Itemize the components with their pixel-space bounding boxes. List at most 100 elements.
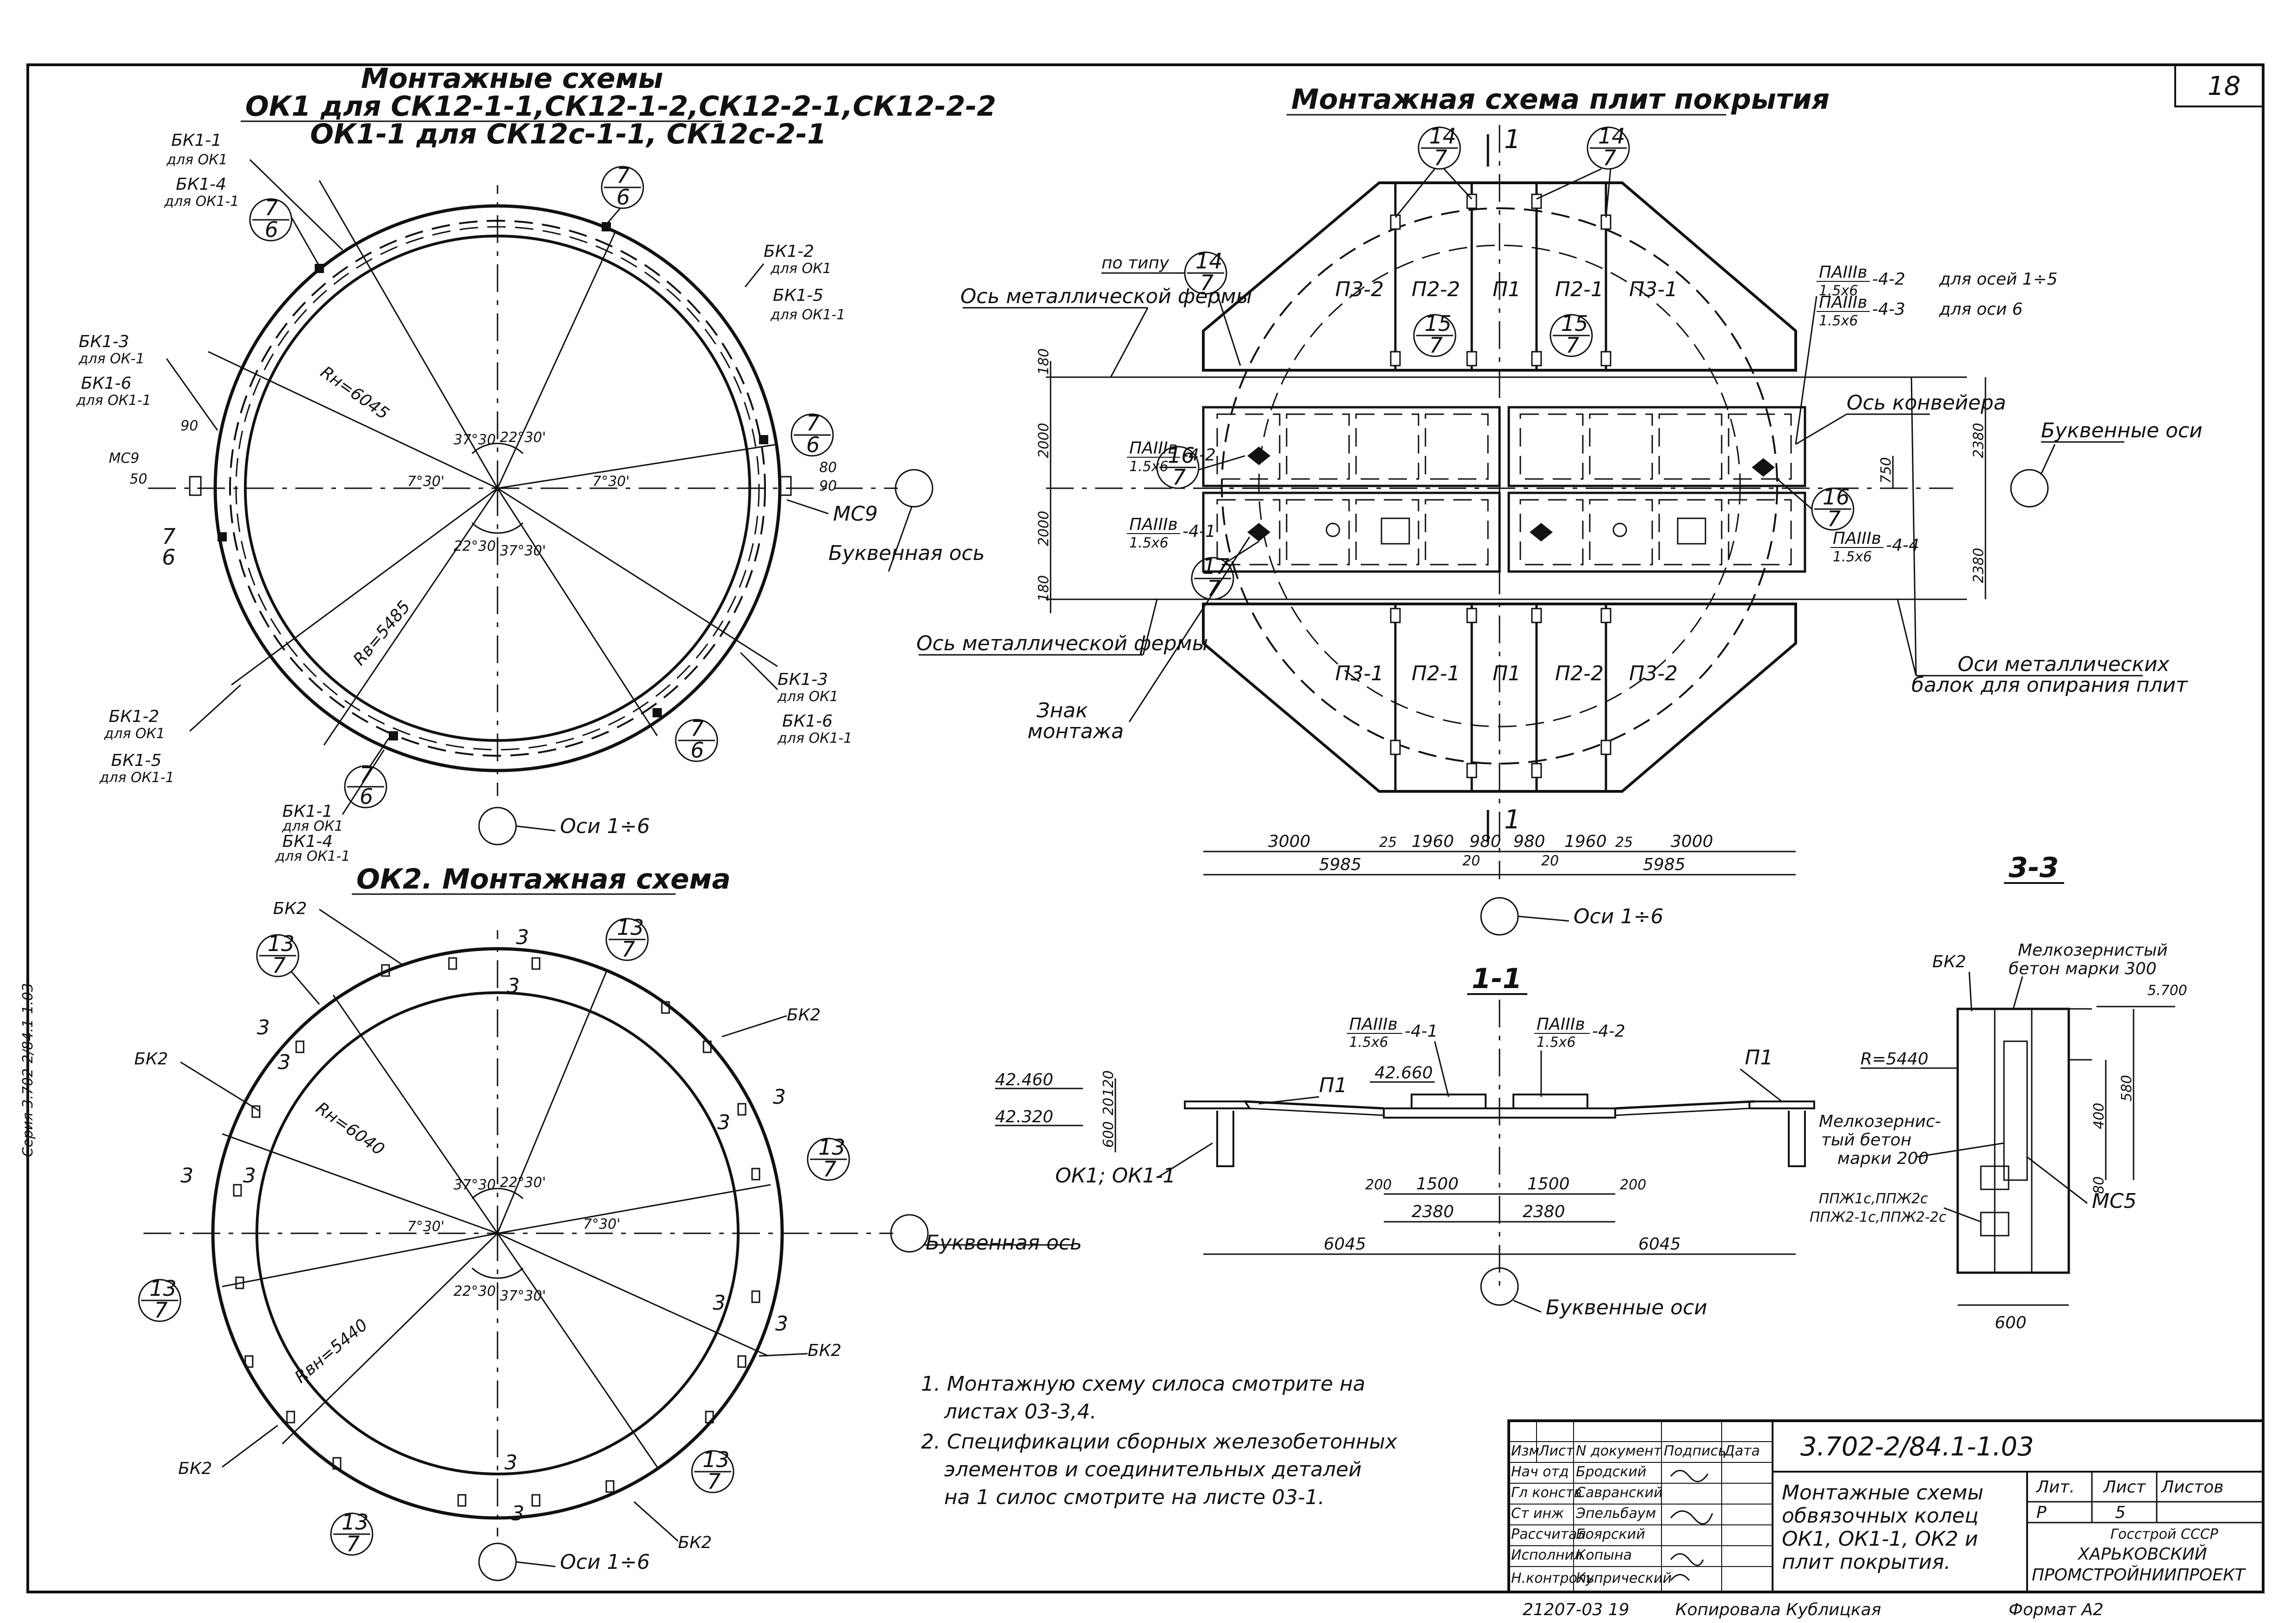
svg-text:6: 6 <box>265 217 278 242</box>
svg-text:ПАIIIв: ПАIIIв <box>1537 1015 1585 1034</box>
tb-sheets-label: Листов <box>2160 1478 2223 1497</box>
section-11-dim-120: 120 <box>1101 1070 1117 1097</box>
ok1-callout-1: БК1-1 для ОК1 БК1-4 для ОК1-1 <box>164 131 343 251</box>
plate-bottom-3: П1 <box>1493 662 1521 685</box>
ok2-radials <box>143 930 893 1536</box>
ok2-detail-ref-5: 13 7 <box>330 1510 373 1556</box>
scheme-ok2: ОК2. Монтажная схема 37°30' 22°30' 7°30'… <box>134 863 1082 1581</box>
plates-letter-axes-bubble <box>2010 469 2049 508</box>
tb-name-3: Боярский <box>1576 1526 1645 1542</box>
note-line-1: 1. Монтажную схему силоса смотрите на <box>921 1372 1365 1396</box>
mount-signs <box>1247 447 1775 541</box>
svg-text:БК1-5: БК1-5 <box>111 751 162 770</box>
title-block-grid <box>1509 1421 1773 1592</box>
plates-dims-vertical-left: 180 2000 2000 180 <box>1036 348 1052 613</box>
notes: 1. Монтажную схему силоса смотрите на ли… <box>921 1372 1398 1509</box>
svg-text:7: 7 <box>1429 333 1443 358</box>
plates-ref-16-left: 16 7 <box>1156 443 1245 490</box>
svg-text:1960: 1960 <box>1564 832 1607 851</box>
svg-text:для ОК1: для ОК1 <box>282 818 343 834</box>
svg-text:БК2: БК2 <box>178 1459 212 1478</box>
tb-desc-1: Монтажные схемы <box>1782 1481 1984 1505</box>
plate-type-43: ПАIIIв 1.5х6 -4-3 для оси 6 <box>1795 293 2023 445</box>
section-33-concrete-200-3: марки 200 <box>1837 1149 1929 1168</box>
section-11-level-2: 42.320 <box>995 1107 1053 1126</box>
plate-bottom-4: П2-2 <box>1555 662 1604 685</box>
ok1-angle-3: 7°30' <box>407 473 445 490</box>
svg-text:1500: 1500 <box>1527 1175 1570 1194</box>
svg-text:3: 3 <box>713 1291 726 1315</box>
plates-dims-bottom: 3000 25 1960 980 980 1960 25 3000 20 20 … <box>1203 832 1796 876</box>
svg-text:13: 13 <box>149 1276 177 1301</box>
svg-text:15: 15 <box>1561 311 1588 336</box>
svg-text:-4-2: -4-2 <box>1182 446 1216 465</box>
svg-text:для осей 1÷5: для осей 1÷5 <box>1939 270 2058 289</box>
svg-text:БК1-2: БК1-2 <box>764 242 814 261</box>
plate-top-1: П3-2 <box>1335 278 1384 301</box>
svg-text:7: 7 <box>1434 145 1447 170</box>
svg-text:3: 3 <box>180 1164 193 1188</box>
svg-text:7: 7 <box>1172 465 1186 490</box>
svg-text:БК1-4: БК1-4 <box>282 832 333 851</box>
svg-text:2380: 2380 <box>1971 423 1987 458</box>
ok2-angle-5: 22°30' <box>454 1283 500 1300</box>
section-11-plate-right: П1 <box>1745 1046 1773 1070</box>
tb-role-2: Ст инж <box>1511 1505 1564 1522</box>
svg-text:13: 13 <box>703 1447 730 1472</box>
ok1-radials <box>148 180 898 796</box>
ok1-angle-6: 37°30' <box>500 543 546 559</box>
ok1-letter-axis-bubble <box>895 469 933 508</box>
section-33-dim-400: 400 <box>2091 1103 2107 1129</box>
svg-text:для оси 6: для оси 6 <box>1939 300 2023 319</box>
ok1-dim-50: 50 <box>130 471 147 487</box>
tb-name-2: Эпельбаум <box>1575 1505 1656 1522</box>
plate-top-2: П2-2 <box>1412 278 1460 301</box>
svg-text:3: 3 <box>257 1016 270 1039</box>
plate-bottom-2: П2-1 <box>1412 662 1460 685</box>
plates-section-mark-top: 1 <box>1504 124 1521 155</box>
svg-text:7: 7 <box>691 716 704 741</box>
svg-text:7: 7 <box>265 195 278 220</box>
svg-text:20: 20 <box>1541 853 1559 869</box>
tb-name-0: Бродский <box>1576 1464 1646 1480</box>
section-33-concrete-200-1: Мелкозернис- <box>1819 1112 1941 1131</box>
tb-desc-3: ОК1, ОК1-1, ОК2 и <box>1782 1527 1978 1551</box>
svg-text:БК1-1: БК1-1 <box>282 802 333 821</box>
section-33-dim-600: 600 <box>1995 1313 2027 1332</box>
ok1-callout-6: БК1-1 для ОК1 БК1-4 для ОК1-1 <box>275 749 385 864</box>
plates-ref-15-right: 15 7 <box>1549 311 1593 358</box>
ok1-dim-90: 90 <box>180 418 198 434</box>
section-33-dim-5700: 5.700 <box>2147 983 2187 999</box>
note-line-4: элементов и соединительных деталей <box>944 1458 1362 1481</box>
svg-text:25: 25 <box>1615 834 1633 851</box>
section-1-1: 1-1 П1 П1 ПАIIIв 1.5х6 -4-1 ПАIIIв 1.5х6… <box>995 963 1815 1319</box>
plates-title: Монтажная схема плит покрытия <box>1291 83 1829 116</box>
svg-text:для ОК-1: для ОК-1 <box>78 351 144 367</box>
scheme-plates: Монтажная схема плит покрытия П3-2 П2-2 … <box>916 83 2203 936</box>
svg-text:7: 7 <box>272 953 286 978</box>
ok1-joints <box>189 222 792 740</box>
title-block: Изм Лист N документ Подпись Дата Нач отд… <box>1507 1419 2265 1619</box>
svg-text:180: 180 <box>1036 348 1052 375</box>
tb-footer-left: 21207-03 19 <box>1523 1600 1630 1619</box>
svg-text:для ОК1: для ОК1 <box>770 261 832 277</box>
plate-type-41: ПАIIIв 1.5х6 -4-1 <box>1127 515 1216 551</box>
section-33-concrete-300-2: бетон марки 300 <box>2009 959 2157 978</box>
tb-name-1: Савранский <box>1576 1485 1663 1501</box>
axis-metal-truss-bottom: Ось металлической фермы <box>916 632 1208 655</box>
plates-axes-bubble <box>1480 897 1519 936</box>
tb-desc-2: обвязочных колец <box>1782 1504 1979 1528</box>
svg-text:5985: 5985 <box>1643 855 1686 874</box>
ok1-callout-4: БК1-3 для ОК1 БК1-6 для ОК1-1 <box>740 652 852 746</box>
plate-top-5: П3-1 <box>1629 278 1678 301</box>
svg-text:14: 14 <box>1429 124 1456 149</box>
sheet-number: 18 <box>2208 71 2240 101</box>
svg-text:7: 7 <box>360 762 373 787</box>
svg-text:ПАIIIв: ПАIIIв <box>1819 293 1867 312</box>
note-line-5: на 1 силос смотрите на листе 03-1. <box>944 1486 1325 1509</box>
ok1-detail-ref-right: 7 6 <box>790 410 834 457</box>
tb-doc-code: 3.702-2/84.1-1.03 <box>1800 1432 2034 1462</box>
ok1-callout-3: БК1-3 для ОК-1 БК1-6 для ОК1-1 <box>76 332 218 431</box>
section-11-dims: 200 1500 1500 200 2380 2380 6045 6045 <box>1203 1175 1796 1255</box>
tb-footer-copied: Копировала Кублицкая <box>1675 1600 1881 1619</box>
